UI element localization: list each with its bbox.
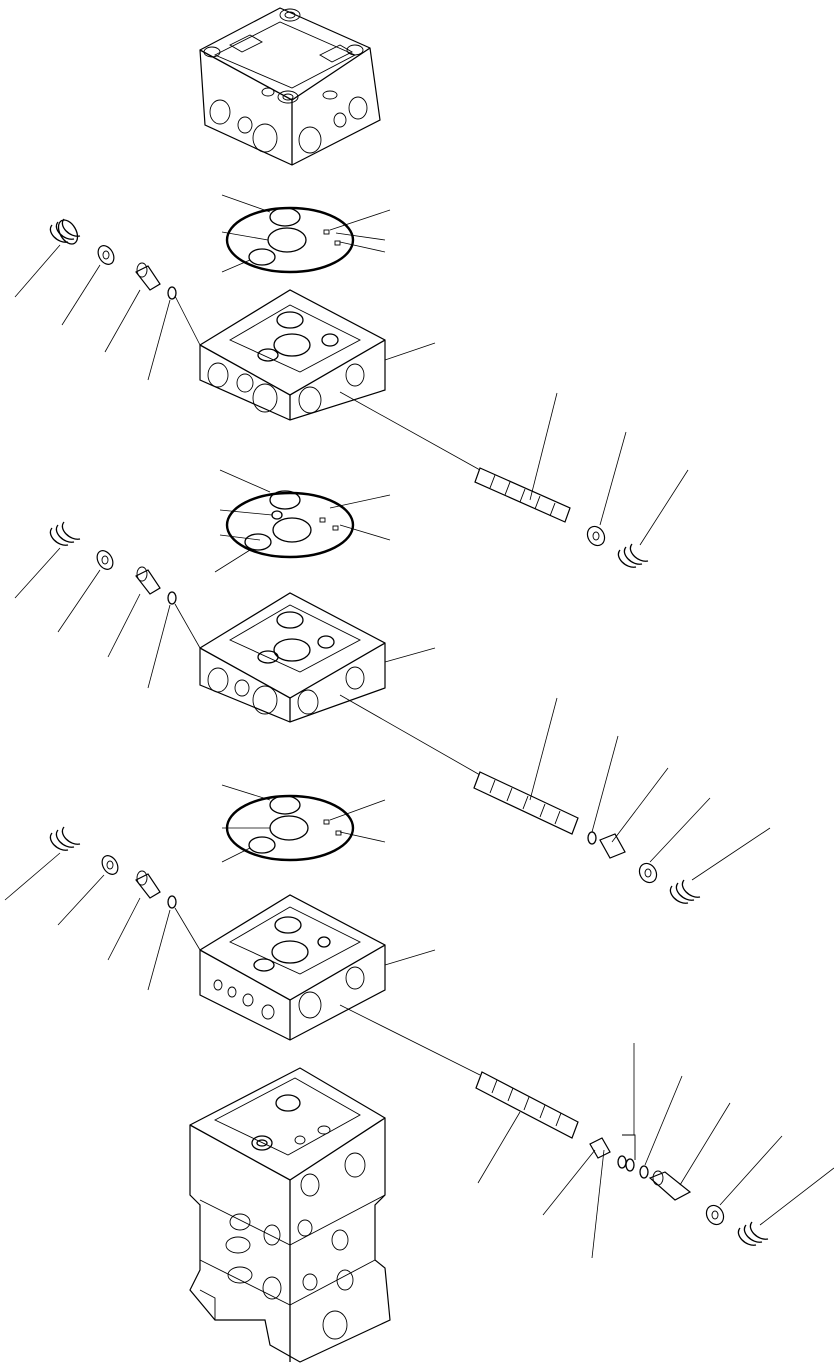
section-3 (4, 784, 834, 1259)
valve-body-3 (174, 894, 481, 1076)
spool-2 (473, 697, 771, 904)
spool-1 (474, 392, 689, 568)
left-parts-1 (14, 218, 177, 381)
gasket-2 (214, 469, 391, 573)
top-cover (199, 7, 381, 166)
left-parts-2 (14, 521, 177, 689)
spool-3 (475, 1043, 834, 1259)
left-parts-3 (4, 826, 177, 991)
base-block (189, 1067, 391, 1363)
gasket-1 (221, 194, 391, 274)
valve-body-1 (174, 289, 481, 471)
valve-body-2 (174, 592, 481, 776)
section-1 (14, 194, 689, 568)
gasket-3 (221, 784, 386, 863)
section-2 (14, 469, 771, 904)
